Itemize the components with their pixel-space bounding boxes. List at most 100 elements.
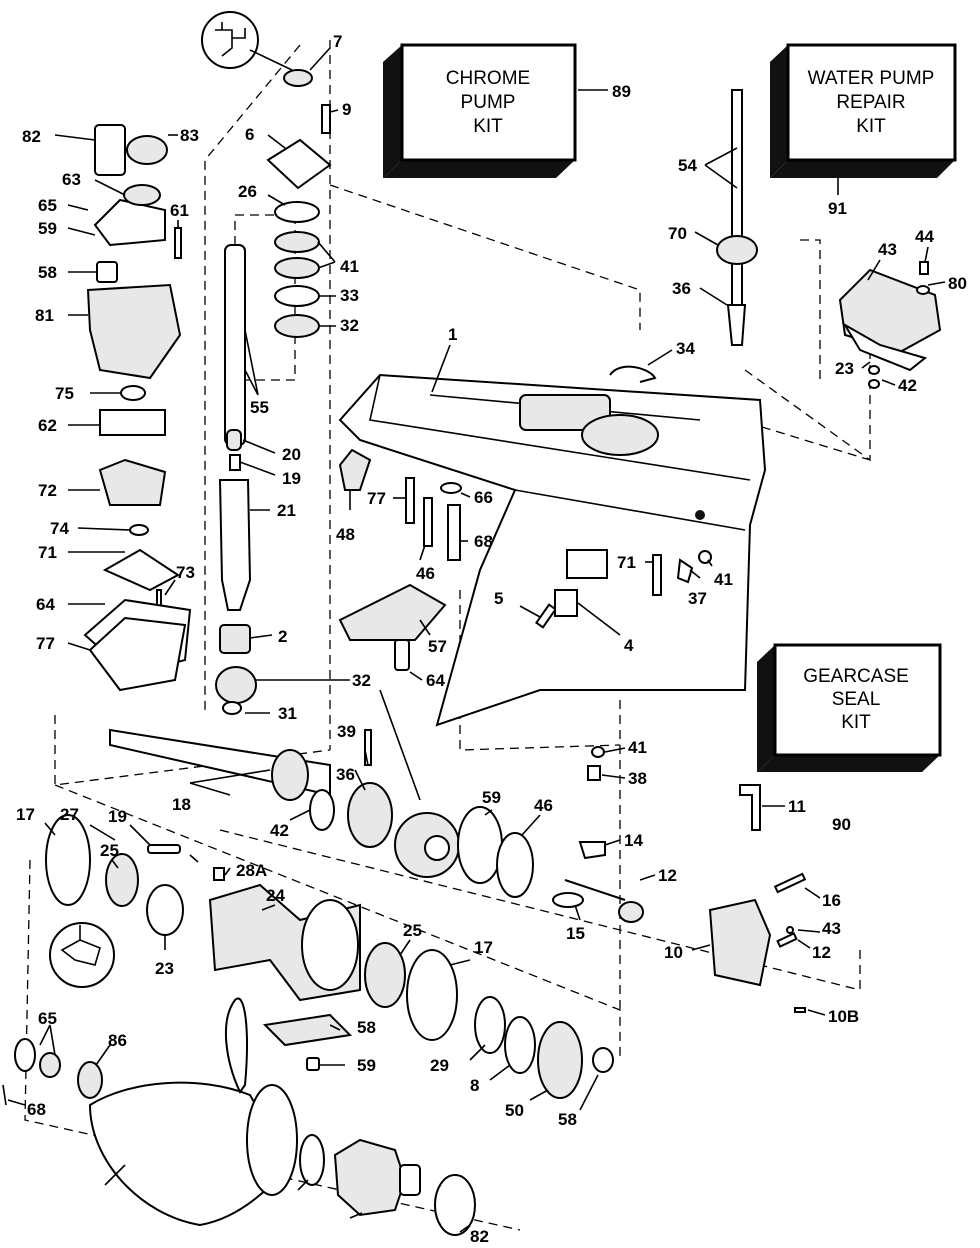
kit-box-line: KIT <box>856 116 886 137</box>
kit-box-line: KIT <box>841 712 871 733</box>
callout-number: 19 <box>282 469 301 488</box>
callout-number: 15 <box>566 924 585 943</box>
callout-number: 23 <box>835 359 854 378</box>
callout-number: 68 <box>474 532 493 551</box>
callout-number: 42 <box>898 376 917 395</box>
callout-number: 41 <box>340 257 359 276</box>
callout-number: 6 <box>245 125 254 144</box>
callout-number: 21 <box>277 501 296 520</box>
callout-number: 36 <box>336 765 355 784</box>
callout-number: 24 <box>266 886 285 905</box>
callout-number: 75 <box>55 384 74 403</box>
callout-number: 68 <box>27 1100 46 1119</box>
callout-number: 66 <box>474 488 493 507</box>
driveshaft-assembly[interactable] <box>215 69 332 715</box>
callout-number: 54 <box>678 156 697 175</box>
kit-box-line: WATER PUMP <box>808 68 935 89</box>
callout-number: 59 <box>482 788 501 807</box>
water-pump-assembly[interactable] <box>83 124 192 692</box>
callout-number: 74 <box>50 519 69 538</box>
callout-number: 25 <box>403 921 422 940</box>
callout-number: 72 <box>38 481 57 500</box>
gearcase-small-parts[interactable] <box>338 448 761 831</box>
callout-number: 43 <box>878 240 897 259</box>
lock-icon-callout <box>201 11 293 71</box>
callout-number: 55 <box>250 398 269 417</box>
callout-number: 7 <box>333 32 342 51</box>
callout-number: 58 <box>558 1110 577 1129</box>
callout-number: 25 <box>100 841 119 860</box>
callout-number: 89 <box>612 82 631 101</box>
callout-number: 57 <box>428 637 447 656</box>
callout-number: 58 <box>38 263 57 282</box>
callout-number: 46 <box>534 796 553 815</box>
callout-number: 12 <box>812 943 831 962</box>
callout-number: 39 <box>337 722 356 741</box>
callout-number: 23 <box>155 959 174 978</box>
propeller-shaft-assembly[interactable] <box>45 728 807 1099</box>
callout-number: 11 <box>788 797 806 816</box>
callout-number: 41 <box>628 738 647 757</box>
callout-number: 59 <box>357 1056 376 1075</box>
callout-number: 10B <box>828 1007 859 1026</box>
water-pump-repair-kit-box[interactable]: WATER PUMP REPAIR KIT <box>770 43 957 178</box>
callout-number: 19 <box>108 807 127 826</box>
callout-number: 64 <box>426 671 445 690</box>
callout-number: 26 <box>238 182 257 201</box>
callout-number: 81 <box>35 306 54 325</box>
callout-number: 42 <box>270 821 289 840</box>
callout-number: 50 <box>505 1101 524 1120</box>
callout-number: 29 <box>430 1056 449 1075</box>
leader-lines <box>7 47 946 1233</box>
callout-number: 16 <box>822 891 841 910</box>
callout-number: 33 <box>340 286 359 305</box>
gearcase-housing[interactable] <box>338 373 767 727</box>
callout-number: 41 <box>714 570 733 589</box>
callout-number: 64 <box>36 595 55 614</box>
callout-number: 70 <box>668 224 687 243</box>
callout-number: 83 <box>180 126 199 145</box>
callout-number: 62 <box>38 416 57 435</box>
callout-number: 90 <box>832 815 851 834</box>
callout-number: 59 <box>38 219 57 238</box>
callout-number: 80 <box>948 274 967 293</box>
callout-number: 63 <box>62 170 81 189</box>
callout-numbers: 7 9 6 26 41 33 32 55 20 19 21 2 31 32 82… <box>16 32 967 1246</box>
callout-number: 77 <box>367 489 386 508</box>
propeller-assembly[interactable] <box>2 997 476 1236</box>
callout-number: 82 <box>470 1227 489 1243</box>
callout-number: 4 <box>624 636 634 655</box>
callout-number: 31 <box>278 704 297 723</box>
callout-number: 46 <box>416 564 435 583</box>
callout-number: 58 <box>357 1018 376 1037</box>
shift-rod-assembly[interactable] <box>609 89 942 389</box>
callout-number: 17 <box>16 805 35 824</box>
chrome-pump-kit-box[interactable]: CHROME PUMP KIT <box>383 43 577 178</box>
kit-box-line: GEARCASE <box>803 666 909 687</box>
callout-number: 44 <box>915 227 934 246</box>
kit-box-line: SEAL <box>832 689 881 710</box>
callout-number: 71 <box>617 553 636 572</box>
gearcase-seal-kit-box[interactable]: GEARCASE SEAL KIT <box>757 643 942 772</box>
callout-number: 32 <box>352 671 371 690</box>
callout-number: 1 <box>448 325 457 344</box>
callout-number: 17 <box>474 938 493 957</box>
callout-number: 9 <box>342 100 351 119</box>
lock-icon-callout-lower <box>49 922 115 988</box>
callout-number: 2 <box>278 627 287 646</box>
callout-number: 12 <box>658 866 677 885</box>
callout-number: 10 <box>664 943 683 962</box>
callout-number: 8 <box>470 1076 479 1095</box>
callout-number: 14 <box>624 831 643 850</box>
callout-number: 28A <box>236 861 267 880</box>
callout-number: 65 <box>38 1009 57 1028</box>
kit-box-line: PUMP <box>461 92 516 113</box>
callout-number: 77 <box>36 634 55 653</box>
callout-number: 61 <box>170 201 189 220</box>
callout-number: 38 <box>628 769 647 788</box>
callout-number: 82 <box>22 127 41 146</box>
callout-number: 86 <box>108 1031 127 1050</box>
callout-number: 27 <box>60 805 79 824</box>
callout-number: 36 <box>672 279 691 298</box>
